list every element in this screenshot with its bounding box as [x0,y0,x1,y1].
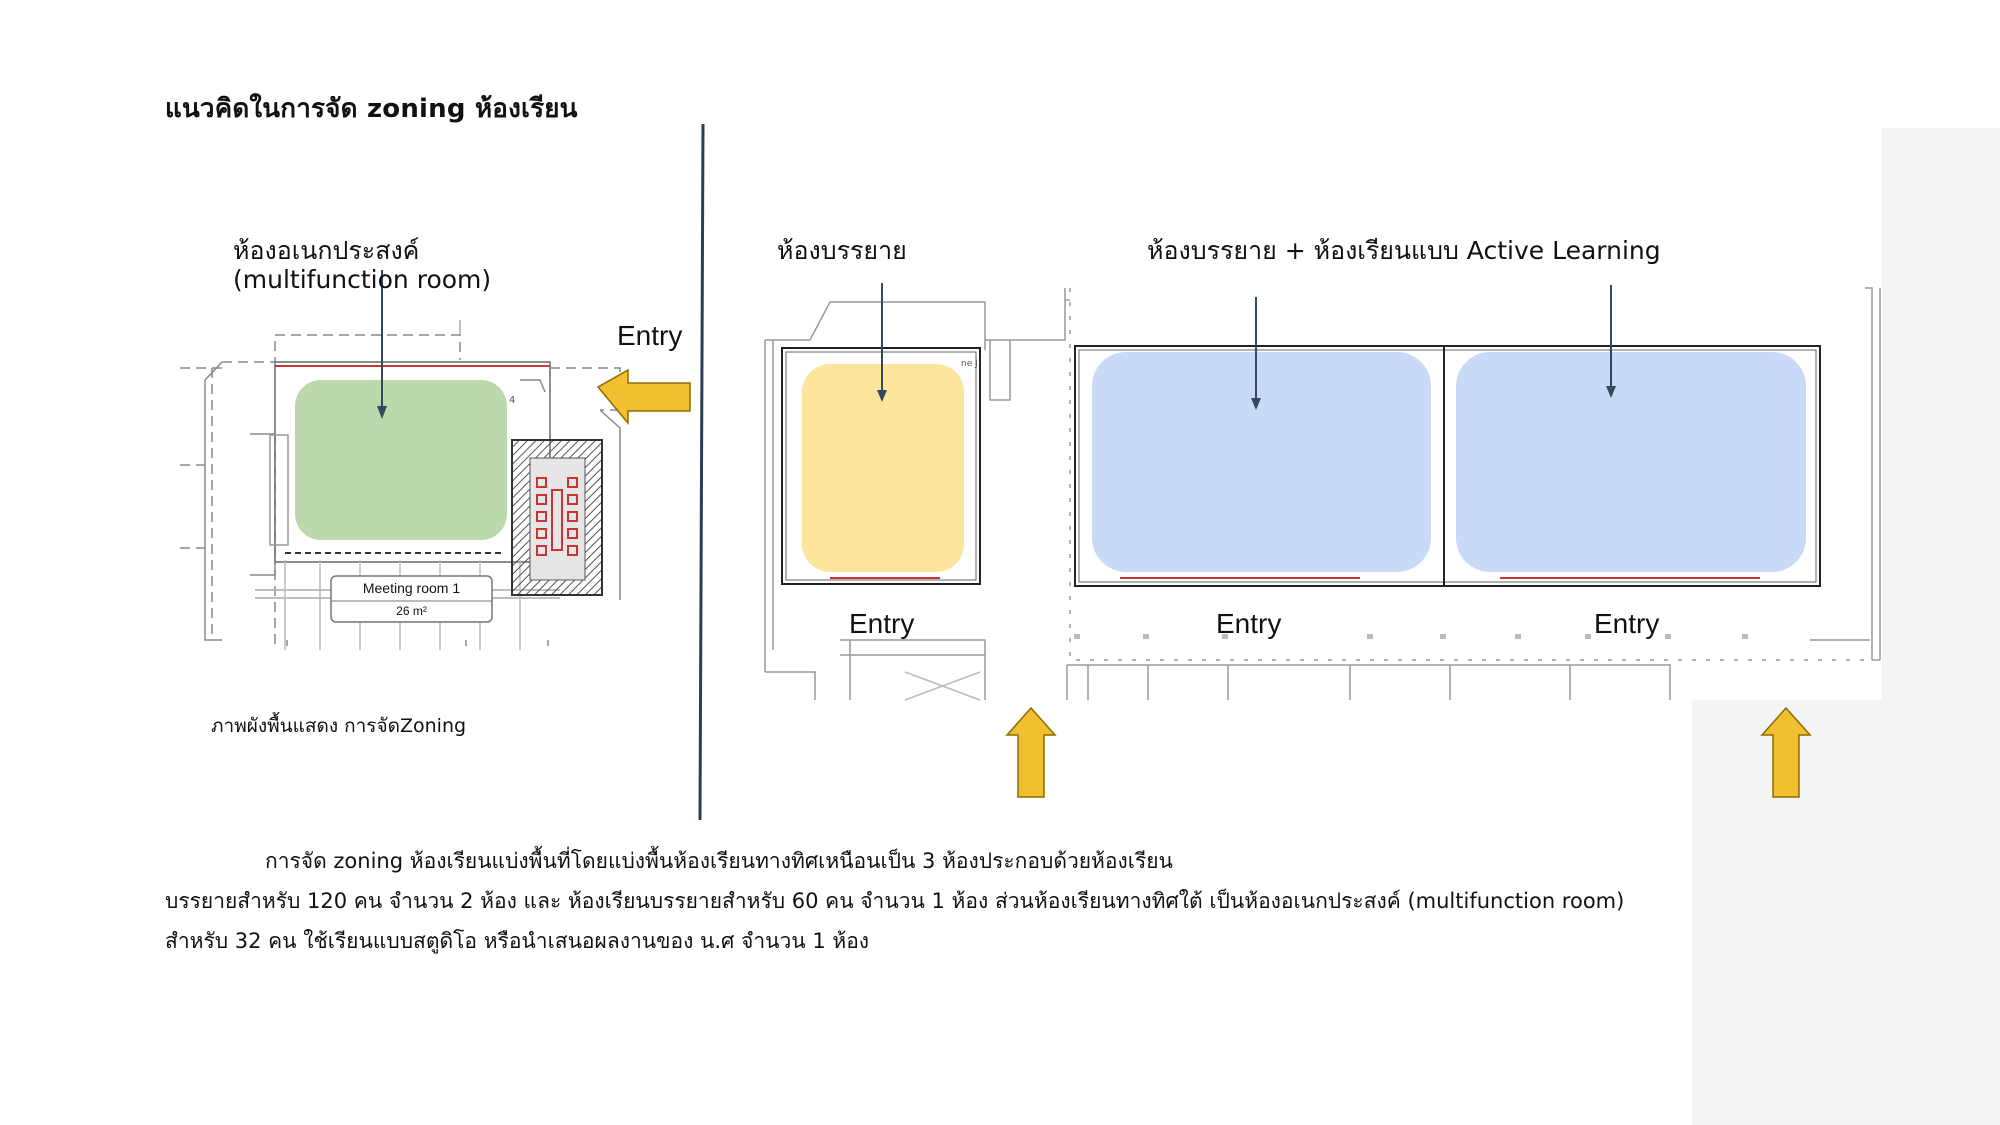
entry-label-active-2: Entry [1594,608,1660,639]
plan-tag-right: ne J [961,359,978,369]
left-entry-label: Entry [617,320,683,351]
lecture-room-zone [802,364,964,572]
plan-caption: ภาพผังพื้นแสดง การจัดZoning [211,715,467,737]
multifunction-room-sublabel: (multifunction room) [233,265,492,294]
left-entry-arrow [596,368,691,426]
entry-label-lecture: Entry [849,608,915,639]
lecture-room-label: ห้องบรรยาย [777,236,907,265]
entry-arrow-up-2 [1760,706,1812,798]
right-room-walls [781,345,1821,587]
active-learning-zone-1 [1092,352,1431,572]
meeting-room-area: 26 m² [396,604,427,618]
right-plan-dots [1074,634,1748,639]
entry-label-active-1: Entry [1216,608,1282,639]
meeting-room-name: Meeting room 1 [362,580,461,596]
meeting-room-label-box [330,575,493,623]
meeting-room-block [511,439,603,596]
description-line-1: การจัด zoning ห้องเรียนแบ่งพื้นที่โดยแบ่… [265,849,1173,873]
plan-tag-left: 4 [509,395,516,406]
right-floor-plan [764,287,1881,701]
active-learning-label: ห้องบรรยาย + ห้องเรียนแบบ Active Learnin… [1147,236,1661,265]
multifunction-room-label: ห้องอเนกประสงค์ [233,236,420,265]
section-divider [698,123,705,821]
active-learning-zone-2 [1456,352,1806,572]
description-line-3: สำหรับ 32 คน ใช้เรียนแบบสตูดิโอ หรือนำเส… [165,929,870,953]
description-line-2: บรรยายสำหรับ 120 คน จำนวน 2 ห้อง และ ห้อ… [165,889,1625,913]
page-title: แนวคิดในการจัด zoning ห้องเรียน [165,94,578,124]
multifunction-room-zone [295,380,507,540]
zone-pointers [881,283,1612,400]
entry-arrow-up-1 [1005,706,1057,798]
